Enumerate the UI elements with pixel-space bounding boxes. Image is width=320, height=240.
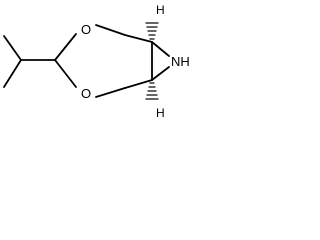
oxygen-bottom-label: O (81, 86, 91, 101)
ring-ch2-bottom-c-bridge-bond (124, 79, 153, 89)
ring-o-top-ch2-bond (95, 24, 126, 36)
oxygen-top-label: O (81, 22, 91, 37)
isopropyl-methyl-down-bond (3, 59, 22, 88)
stereo-hydrogen-top-label: H (156, 3, 165, 17)
isopropyl-methyl-left-bond (3, 35, 22, 61)
hashed-wedge-bottom (145, 82, 159, 100)
nitrogen-label: NH (171, 54, 190, 69)
ring-c2-o-top-bond (54, 33, 77, 61)
bridge-bottom-nitrogen-bond (151, 66, 170, 81)
stereo-hydrogen-bottom-label: H (156, 106, 165, 120)
ring-o-bottom-ch2-bond (95, 87, 126, 98)
ring-c2-o-bottom-bond (54, 59, 77, 88)
ring-ch2-top-c-bridge-bond (124, 34, 153, 43)
chemical-structure-diagram: O O NH H H (3, 3, 190, 120)
hashed-wedge-top (145, 22, 159, 40)
bridge-top-nitrogen-bond (151, 41, 170, 57)
